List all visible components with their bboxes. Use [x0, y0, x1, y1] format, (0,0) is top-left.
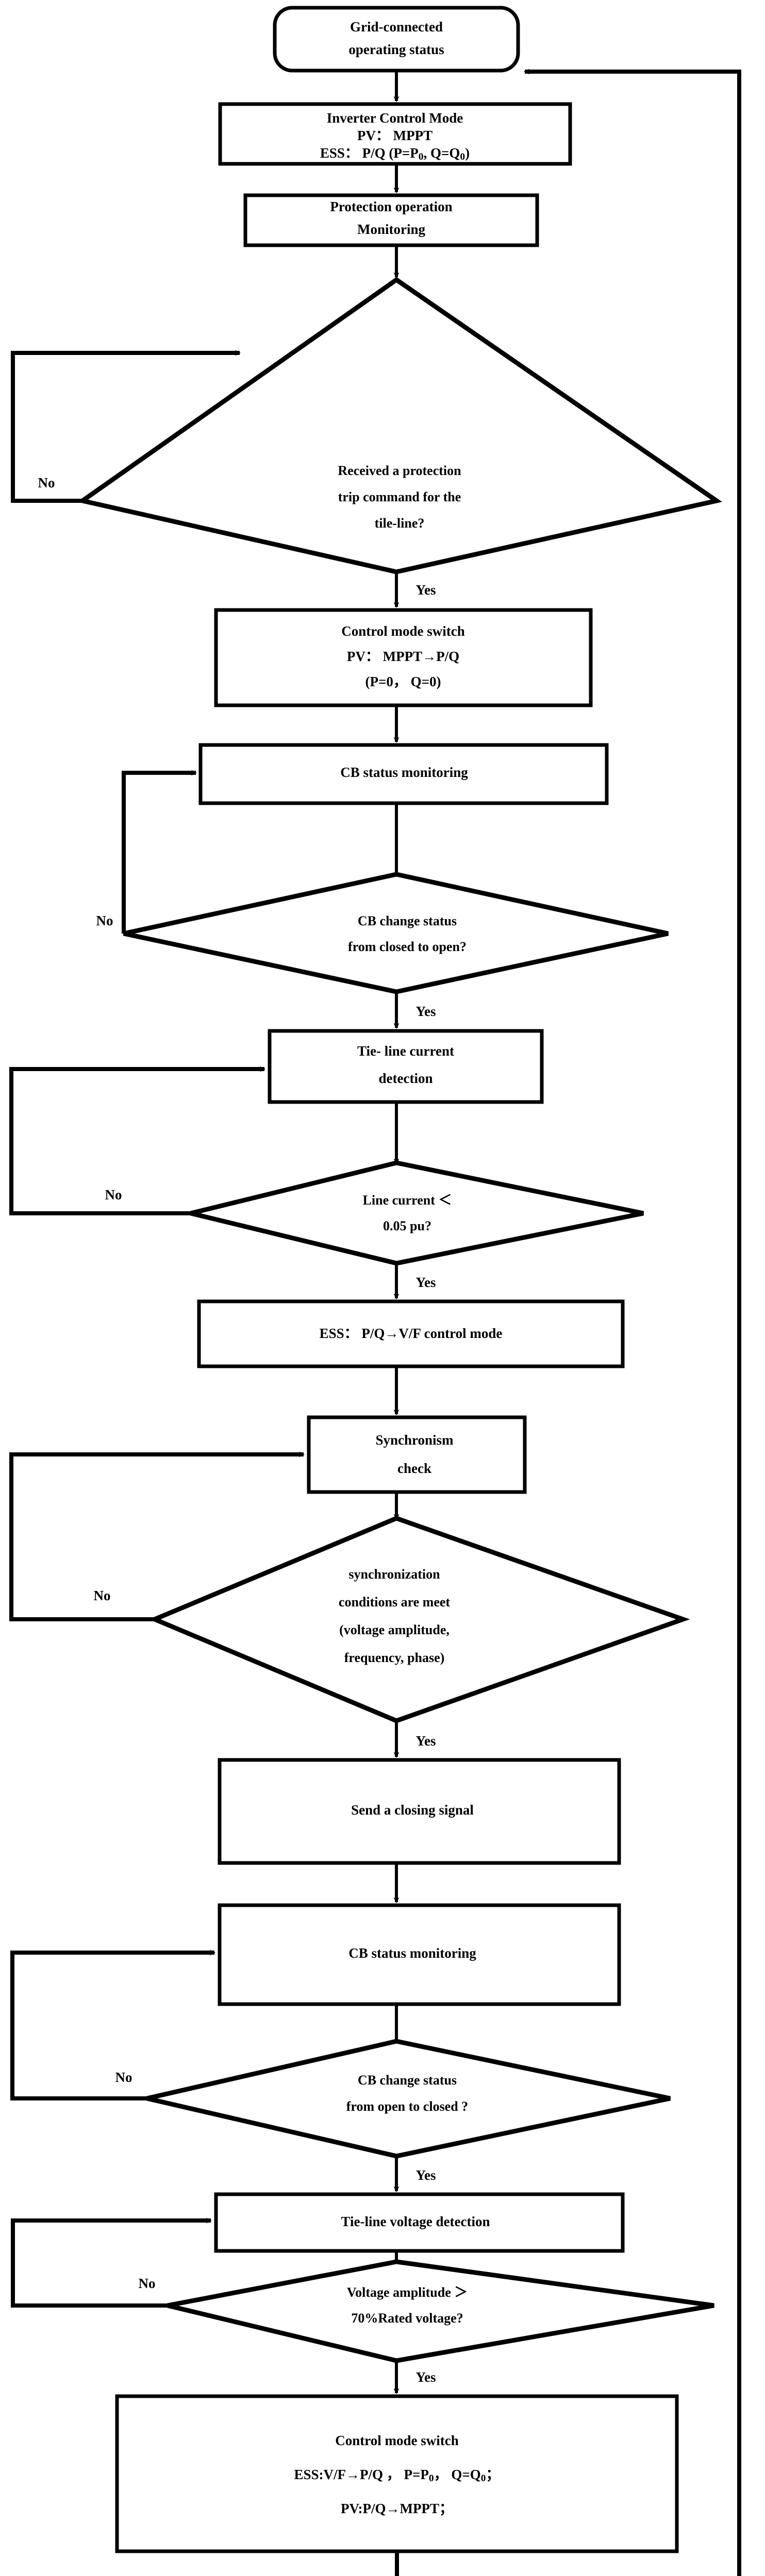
protection-line1: Protection operation	[330, 199, 452, 214]
decision-sync-line3: (voltage amplitude,	[339, 1622, 450, 1637]
global-return-path	[395, 69, 741, 2576]
send-line1: Send a closing signal	[351, 1802, 474, 1818]
cms2-line1: Control mode switch	[335, 2433, 459, 2448]
node-decision-voltage-amplitude: Voltage amplitude ＞ 70%Rated voltage?	[167, 2259, 714, 2363]
cms2-line3: PV:P/Q→MPPT；	[341, 2501, 453, 2516]
label-no-5: No	[115, 2070, 132, 2085]
label-no-3: No	[105, 1187, 122, 1202]
sync-line2: check	[397, 1461, 431, 1476]
label-no-2: No	[96, 913, 113, 928]
inverter-control-mode-shape	[218, 102, 572, 166]
node-control-mode-switch-2: Control mode switch ESS:V/F→P/Q ， P=P0， …	[115, 2394, 679, 2553]
label-yes-2: Yes	[416, 1004, 436, 1019]
node-decision-sync-conditions: synchronization conditions are meet (vol…	[148, 1516, 690, 1723]
send-closing-signal-shape	[218, 1758, 621, 1865]
inverter-line2: PV： MPPT	[357, 128, 433, 143]
node-tie-line-current-detection: Tie- line current detection	[268, 1029, 544, 1104]
label-no-4: No	[94, 1588, 111, 1603]
inverter-line3: ESS： P/Q (P=P0, Q=Q0)	[320, 145, 470, 162]
decision-line-current-shape	[190, 1160, 644, 1266]
edge-no-loop-5	[10, 1950, 215, 2100]
decision-cb-closed-shape	[123, 872, 669, 994]
start-shape	[273, 6, 520, 73]
node-cb-status-monitoring-1: CB status monitoring	[198, 743, 609, 805]
decision-cb-closed-line1: CB change status	[358, 913, 457, 928]
control-mode-switch-2-shape	[115, 2394, 679, 2553]
tie-line-voltage-shape	[214, 2192, 625, 2253]
node-cb-status-monitoring-2: CB status monitoring	[218, 1903, 621, 2006]
node-decision-line-current: Line current ＜ 0.05 pu?	[190, 1160, 644, 1266]
decision-cb-open-line1: CB change status	[358, 2073, 457, 2088]
decision-cb-open-line2: from open to closed ?	[346, 2099, 468, 2114]
label-no-6: No	[139, 2276, 156, 2291]
node-decision-trip-command: Received a protection trip command for t…	[77, 277, 723, 574]
inverter-line1: Inverter Control Mode	[327, 110, 463, 126]
edge-no-loop-4	[9, 1451, 305, 1621]
node-ess-pq-to-vf: ESS： P/Q→V/F control mode	[197, 1299, 625, 1368]
control-mode-switch-1-shape	[214, 608, 593, 707]
tie-line-current-shape	[268, 1029, 544, 1104]
synchronism-check-shape	[307, 1415, 527, 1494]
protection-monitoring-shape	[243, 193, 539, 247]
node-send-closing-signal: Send a closing signal	[218, 1758, 621, 1865]
cms2-line2: ESS:V/F→P/Q ， P=P0， Q=Q0；	[294, 2467, 500, 2484]
cb1-line1: CB status monitoring	[340, 765, 468, 780]
tlc-line2: detection	[379, 1071, 433, 1086]
decision-volt-line2: 70%Rated voltage?	[351, 2311, 463, 2326]
decision-sync-line2: conditions are meet	[339, 1595, 450, 1609]
node-inverter-control-mode: Inverter Control Mode PV： MPPT ESS： P/Q …	[218, 102, 572, 166]
label-yes-4: Yes	[416, 1733, 436, 1749]
edge-no-loop-6	[11, 2217, 212, 2308]
start-line2: operating status	[348, 42, 444, 57]
node-protection-monitoring: Protection operation Monitoring	[243, 193, 539, 247]
label-yes-3: Yes	[416, 1275, 436, 1290]
edge-no-loop-3	[9, 1066, 265, 1215]
label-yes-6: Yes	[416, 2369, 436, 2385]
start-line1: Grid-connected	[350, 19, 443, 35]
node-control-mode-switch-1: Control mode switch PV： MPPT→P/Q (P=0， Q…	[214, 608, 593, 707]
node-decision-cb-open-to-closed: CB change status from open to closed ?	[146, 2039, 671, 2159]
sync-line1: Synchronism	[375, 1432, 454, 1448]
decision-trip-line3: tile-line?	[375, 516, 425, 531]
node-tie-line-voltage-detection: Tie-line voltage detection	[214, 2192, 625, 2253]
label-yes-5: Yes	[416, 2167, 436, 2183]
tlv-line1: Tie-line voltage detection	[341, 2214, 490, 2229]
cms1-line1: Control mode switch	[341, 623, 465, 639]
decision-volt-line1: Voltage amplitude ＞	[347, 2285, 468, 2300]
cms1-line2: PV： MPPT→P/Q	[347, 649, 459, 664]
decision-lc-line1: Line current ＜	[363, 1193, 452, 1208]
label-no-1: No	[38, 475, 55, 490]
node-synchronism-check: Synchronism check	[307, 1415, 527, 1494]
ess-line1: ESS： P/Q→V/F control mode	[320, 1326, 503, 1341]
cb-status-monitoring-2-shape	[218, 1903, 621, 2006]
label-yes-1: Yes	[416, 582, 436, 598]
decision-sync-shape	[148, 1516, 690, 1723]
cms1-line3: (P=0， Q=0)	[365, 674, 441, 689]
decision-trip-line1: Received a protection	[338, 463, 461, 478]
decision-cb-closed-line2: from closed to open?	[348, 939, 467, 954]
edge-no-loop-2	[122, 770, 197, 934]
decision-trip-line2: trip command for the	[338, 489, 461, 504]
decision-sync-line4: frequency, phase)	[344, 1650, 445, 1665]
cb2-line1: CB status monitoring	[348, 1945, 476, 1961]
tlc-line1: Tie- line current	[357, 1043, 454, 1059]
cb-status-monitoring-1-shape	[198, 743, 609, 805]
decision-sync-line1: synchronization	[348, 1567, 440, 1582]
node-start: Grid-connected operating status	[273, 6, 520, 73]
node-decision-cb-closed-to-open: CB change status from closed to open?	[123, 872, 669, 994]
ess-pq-vf-shape	[197, 1299, 625, 1368]
decision-lc-line2: 0.05 pu?	[383, 1218, 431, 1233]
protection-line2: Monitoring	[357, 222, 425, 237]
edge-no-loop-1	[11, 350, 241, 503]
